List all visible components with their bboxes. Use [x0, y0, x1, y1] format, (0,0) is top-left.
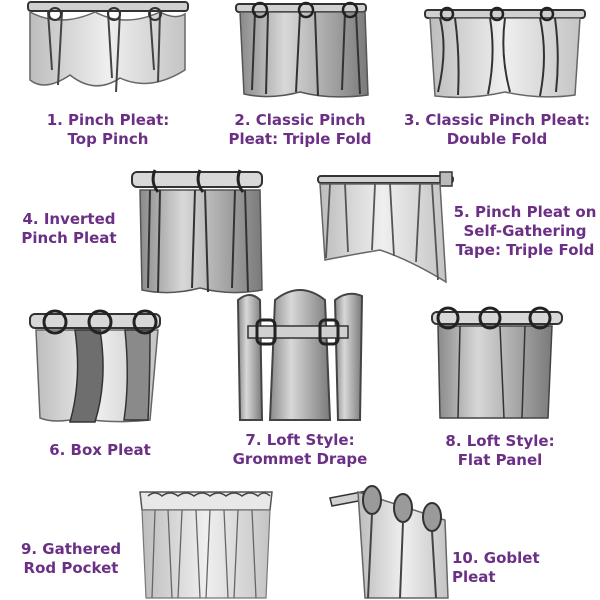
illustration-3-classic-pinch-pleat-double-fold [424, 6, 586, 99]
illustration-8-flat-panel [431, 306, 563, 419]
illustration-4-inverted-pinch-pleat [131, 169, 263, 294]
label-8: 8. Loft Style:Flat Panel [445, 432, 555, 469]
label-1: 1. Pinch Pleat:Top Pinch [46, 111, 170, 148]
label-7: 7. Loft Style:Grommet Drape [232, 431, 368, 468]
illustration-6-box-pleat [29, 309, 161, 423]
label-3: 3. Classic Pinch Pleat:Double Fold [404, 111, 590, 148]
illustration-10-goblet-pleat [329, 485, 449, 599]
illustration-7-grommet-drape [236, 289, 364, 421]
illustration-1-pinch-pleat-top-pinch [27, 1, 189, 93]
illustration-9-gathered-rod-pocket [139, 491, 273, 599]
illustration-2-classic-pinch-pleat-triple-fold [235, 1, 369, 98]
label-6: 6. Box Pleat [49, 441, 151, 459]
illustration-5-self-gathering-tape [317, 171, 454, 284]
